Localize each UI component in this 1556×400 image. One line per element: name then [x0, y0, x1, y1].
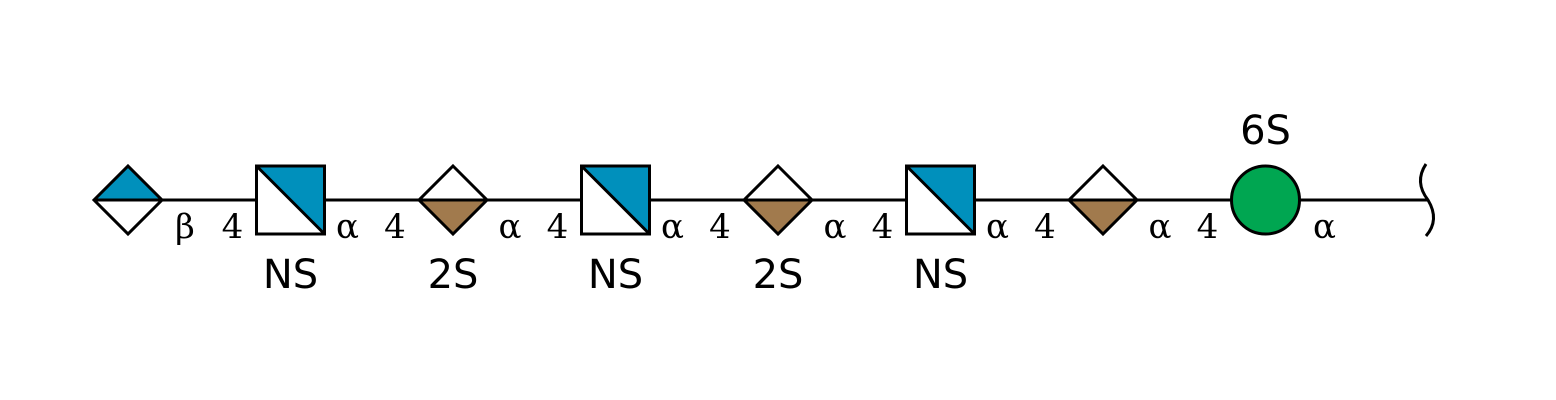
half-tan-diamond-icon [741, 163, 815, 237]
anomer-label: α [1149, 207, 1172, 247]
anomer-label: α [986, 207, 1009, 247]
half-tan-diamond-icon [1066, 163, 1140, 237]
modification-label: NS [588, 252, 643, 298]
modification-label: 2S [428, 252, 479, 298]
anomer-label: β [175, 207, 195, 247]
position-label: 4 [384, 207, 406, 247]
position-label: 4 [872, 207, 894, 247]
half-blue-diamond-icon [91, 163, 165, 237]
green-circle-icon [1230, 164, 1301, 236]
position-label: 4 [547, 207, 569, 247]
anomer-label: α [661, 207, 684, 247]
half-blue-square-icon [255, 164, 326, 236]
position-label: 4 [709, 207, 731, 247]
anomer-label: α [336, 207, 359, 247]
reducing-end-bracket-icon [1419, 163, 1435, 237]
modification-label: NS [913, 252, 968, 298]
residue-chain [91, 163, 1301, 237]
position-label: 4 [222, 207, 244, 247]
position-label: 4 [1034, 207, 1056, 247]
anomer-label: α [824, 207, 847, 247]
position-label: 4 [1197, 207, 1219, 247]
modification-label: NS [263, 252, 318, 298]
half-blue-square-icon [905, 164, 976, 236]
modification-label: 6S [1240, 108, 1291, 154]
anomer-label: α [499, 207, 522, 247]
modification-label: 2S [753, 252, 804, 298]
reducing-anomer-label: α [1313, 207, 1336, 247]
half-tan-diamond-icon [416, 163, 490, 237]
half-blue-square-icon [580, 164, 651, 236]
